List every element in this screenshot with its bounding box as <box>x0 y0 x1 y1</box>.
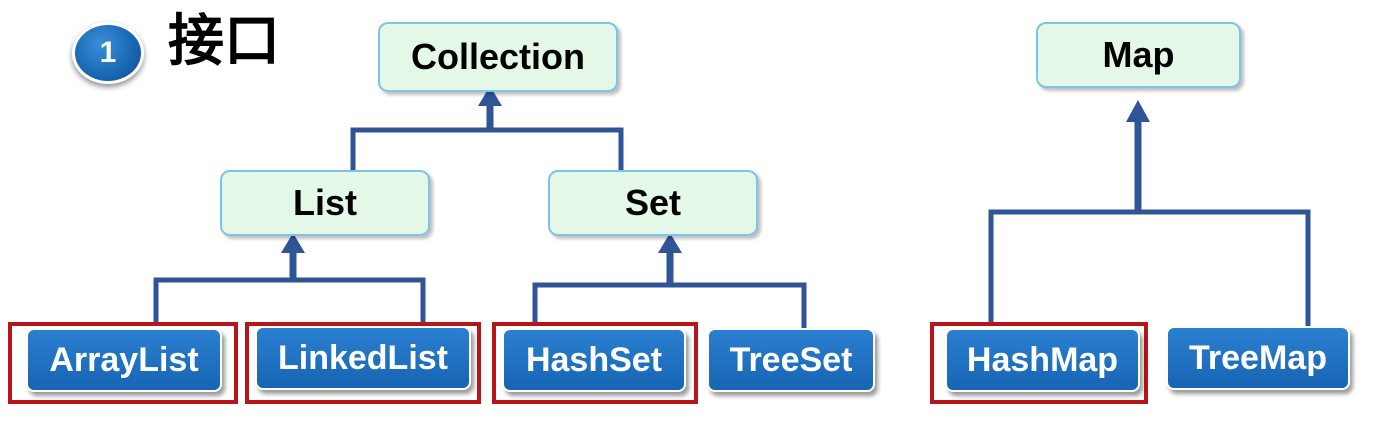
connector-hashmap-treemap-to-map <box>988 209 1311 330</box>
connector-list-set-to-collection <box>350 127 624 170</box>
connector-arraylist-linkedlist-to-list <box>153 277 426 322</box>
hashset-node: HashSet <box>502 328 686 392</box>
linkedlist-node: LinkedList <box>255 326 471 390</box>
step-number-badge: 1 <box>72 22 144 84</box>
set-node: Set <box>548 170 758 236</box>
arrowhead-list <box>281 233 305 253</box>
treeset-node: TreeSet <box>707 328 875 392</box>
treemap-node: TreeMap <box>1166 326 1350 390</box>
map-node: Map <box>1036 22 1241 88</box>
arrowhead-collection <box>478 86 502 106</box>
arrowhead-map <box>1126 100 1150 122</box>
arrowhead-set <box>658 233 682 253</box>
hashmap-node: HashMap <box>945 328 1140 392</box>
highlight-arraylist <box>8 322 238 404</box>
arraylist-node: ArrayList <box>26 328 222 392</box>
list-node: List <box>220 170 430 236</box>
highlight-hashset <box>492 322 698 404</box>
collection-node: Collection <box>378 22 618 92</box>
section-heading: 接口 <box>168 9 280 74</box>
highlight-linkedlist <box>245 322 481 404</box>
highlight-hashmap <box>930 322 1148 404</box>
